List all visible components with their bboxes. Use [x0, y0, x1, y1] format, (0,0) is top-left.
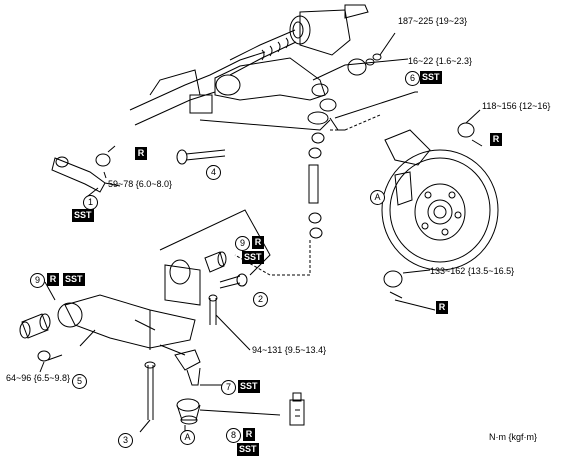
- leader-upper-bolt: [312, 58, 409, 81]
- sst-tag-7: SST: [238, 380, 260, 393]
- callout-2: 2: [253, 292, 268, 307]
- callout-5: 5: [72, 374, 87, 389]
- dust-boot-8: [176, 398, 281, 432]
- leader-tie-rod: [103, 171, 107, 179]
- sst-tag-9-lower: SST: [63, 273, 85, 286]
- nut-lower-left: [37, 350, 51, 373]
- bushing-right: [204, 251, 227, 273]
- r-tag-9-lower: R: [47, 273, 59, 286]
- sst-tool: [289, 392, 305, 426]
- torque-label-knuckle-bottom: 133~162 {13.5~16.5}: [430, 266, 515, 276]
- callout-9-upper: 9: [235, 236, 250, 251]
- leader-sst-6: [334, 91, 418, 119]
- bolt-lower: [208, 294, 251, 351]
- ball-joint-7: [174, 349, 222, 386]
- sst-tag-8: SST: [237, 443, 259, 456]
- bushing-left: [19, 313, 51, 339]
- units-label: N·m {kgf·m}: [489, 432, 538, 442]
- differential-assembly: [229, 4, 369, 76]
- sst-tag-6: SST: [420, 71, 442, 84]
- torque-label-top: 187~225 {19~23}: [398, 16, 468, 26]
- lower-arm: [57, 259, 201, 356]
- callout-1: 1: [83, 195, 98, 210]
- leader-c5: [79, 329, 96, 347]
- r-tag-knuckle-bottom: R: [436, 301, 448, 314]
- r-tag-knuckle-top: R: [490, 133, 502, 146]
- sst-tag-1: SST: [72, 209, 94, 222]
- upper-stack: [347, 32, 396, 76]
- knuckle-disc: [381, 129, 499, 271]
- leader-lower-left: [47, 354, 63, 361]
- lower-area-outline: [134, 209, 271, 331]
- leader-c9a: [44, 281, 56, 301]
- bolt-2: [219, 273, 248, 289]
- frame-member: [129, 51, 331, 131]
- tie-rod: [51, 145, 121, 197]
- upper-arm: [214, 57, 337, 125]
- torque-label-lower-left: 64~96 {6.5~9.8}: [6, 373, 71, 383]
- knuckle-bottom-nut: [383, 269, 436, 311]
- bolt-3: [139, 361, 156, 433]
- callout-7: 7: [221, 380, 236, 395]
- r-tag-tie-rod: R: [135, 147, 147, 160]
- knuckle-top-nut: [457, 109, 483, 147]
- callout-a-knuckle: A: [370, 190, 385, 205]
- sst-tag-9-upper: SST: [242, 251, 264, 264]
- callout-6: 6: [405, 71, 420, 86]
- r-tag-9-upper: R: [252, 236, 264, 249]
- callout-4: 4: [206, 165, 221, 180]
- torque-label-upper-bolt: 16~22 {1.6~2.3}: [408, 56, 473, 66]
- callout-a-boot: A: [180, 430, 195, 445]
- torque-label-knuckle-top: 118~156 {12~16}: [482, 101, 551, 111]
- torque-label-tie-rod: 59~78 {6.0~8.0}: [108, 179, 173, 189]
- r-tag-8: R: [243, 428, 255, 441]
- strut-components: [308, 117, 345, 239]
- torque-label-bolt-2: 94~131 {9.5~13.4}: [252, 345, 327, 355]
- callout-9-lower: 9: [30, 273, 45, 288]
- callout-3: 3: [118, 433, 133, 448]
- callout-8: 8: [226, 428, 241, 443]
